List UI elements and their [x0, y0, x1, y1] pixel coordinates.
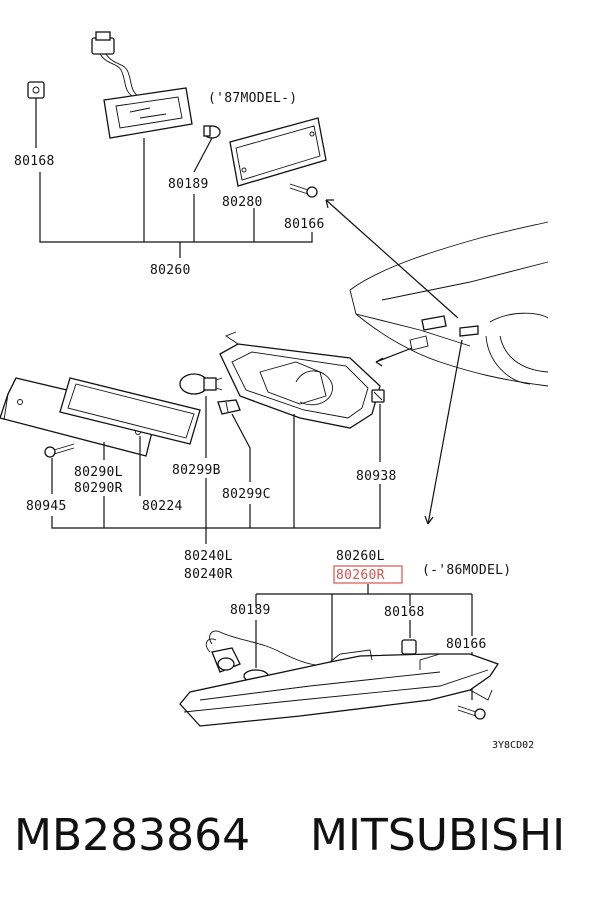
- label-80260-top: 80260: [150, 263, 191, 278]
- bulb-80299B-icon: [179, 373, 223, 395]
- label-80168-top: 80168: [14, 154, 55, 169]
- footer: MB283864 MITSUBISHI: [0, 800, 600, 900]
- label-80290R: 80290R: [74, 481, 123, 496]
- lamp-housing-87: [103, 87, 193, 139]
- arrow-to-87-lamp: [325, 199, 459, 319]
- clip-80168-bottom-icon: [401, 639, 417, 655]
- gasket-80224: [59, 377, 201, 445]
- label-80240L: 80240L: [184, 549, 233, 564]
- lamp-body-80260: [179, 649, 500, 727]
- label-80260R: 80260R: [336, 568, 385, 583]
- label-80168-bottom: 80168: [384, 605, 425, 620]
- drawing-code: 3Y8CD02: [492, 740, 534, 751]
- arrow-to-front-lamp: [375, 347, 413, 363]
- label-80280: 80280: [222, 195, 263, 210]
- label-model87: ('87MODEL-): [208, 91, 297, 106]
- label-80224: 80224: [142, 499, 183, 514]
- screw-80166-bottom-icon: [457, 705, 486, 720]
- label-80945: 80945: [26, 499, 67, 514]
- bulb-80189-bottom-icon: [211, 647, 241, 673]
- label-80290L: 80290L: [74, 465, 123, 480]
- label-80299C: 80299C: [222, 487, 271, 502]
- arrow-to-86-lamp: [427, 339, 463, 525]
- label-80189-bottom: 80189: [230, 603, 271, 618]
- label-80299B: 80299B: [172, 463, 221, 478]
- bottom-assembly: [179, 584, 500, 727]
- clip-80168-icon: [27, 81, 45, 99]
- top-assembly: [27, 31, 327, 258]
- screw-80945-icon: [44, 443, 75, 458]
- screw-80166-top-icon: [289, 183, 318, 198]
- part-number: MB283864: [14, 810, 251, 861]
- lamp-housing-80240: [219, 331, 381, 429]
- socket-80299C-icon: [217, 399, 241, 415]
- label-80166-top: 80166: [284, 217, 325, 232]
- bulb-80189-icon: [203, 125, 221, 139]
- label-80189-top: 80189: [168, 177, 209, 192]
- connector-plug-icon: [91, 31, 139, 97]
- label-80240R: 80240R: [184, 567, 233, 582]
- label-80938: 80938: [356, 469, 397, 484]
- label-model86: (-'86MODEL): [422, 563, 511, 578]
- label-80166-bottom: 80166: [446, 637, 487, 652]
- lens-80280: [229, 117, 327, 187]
- brand-name: MITSUBISHI: [310, 810, 566, 861]
- car-front-outline: [349, 221, 549, 387]
- middle-assembly: [0, 331, 385, 544]
- parts-diagram: ('87MODEL-) 80168 80189 80280 80166 8026…: [0, 31, 549, 751]
- label-80260L: 80260L: [336, 549, 385, 564]
- highlight-box-80260R: [333, 565, 403, 584]
- clip-80938-icon: [371, 389, 385, 403]
